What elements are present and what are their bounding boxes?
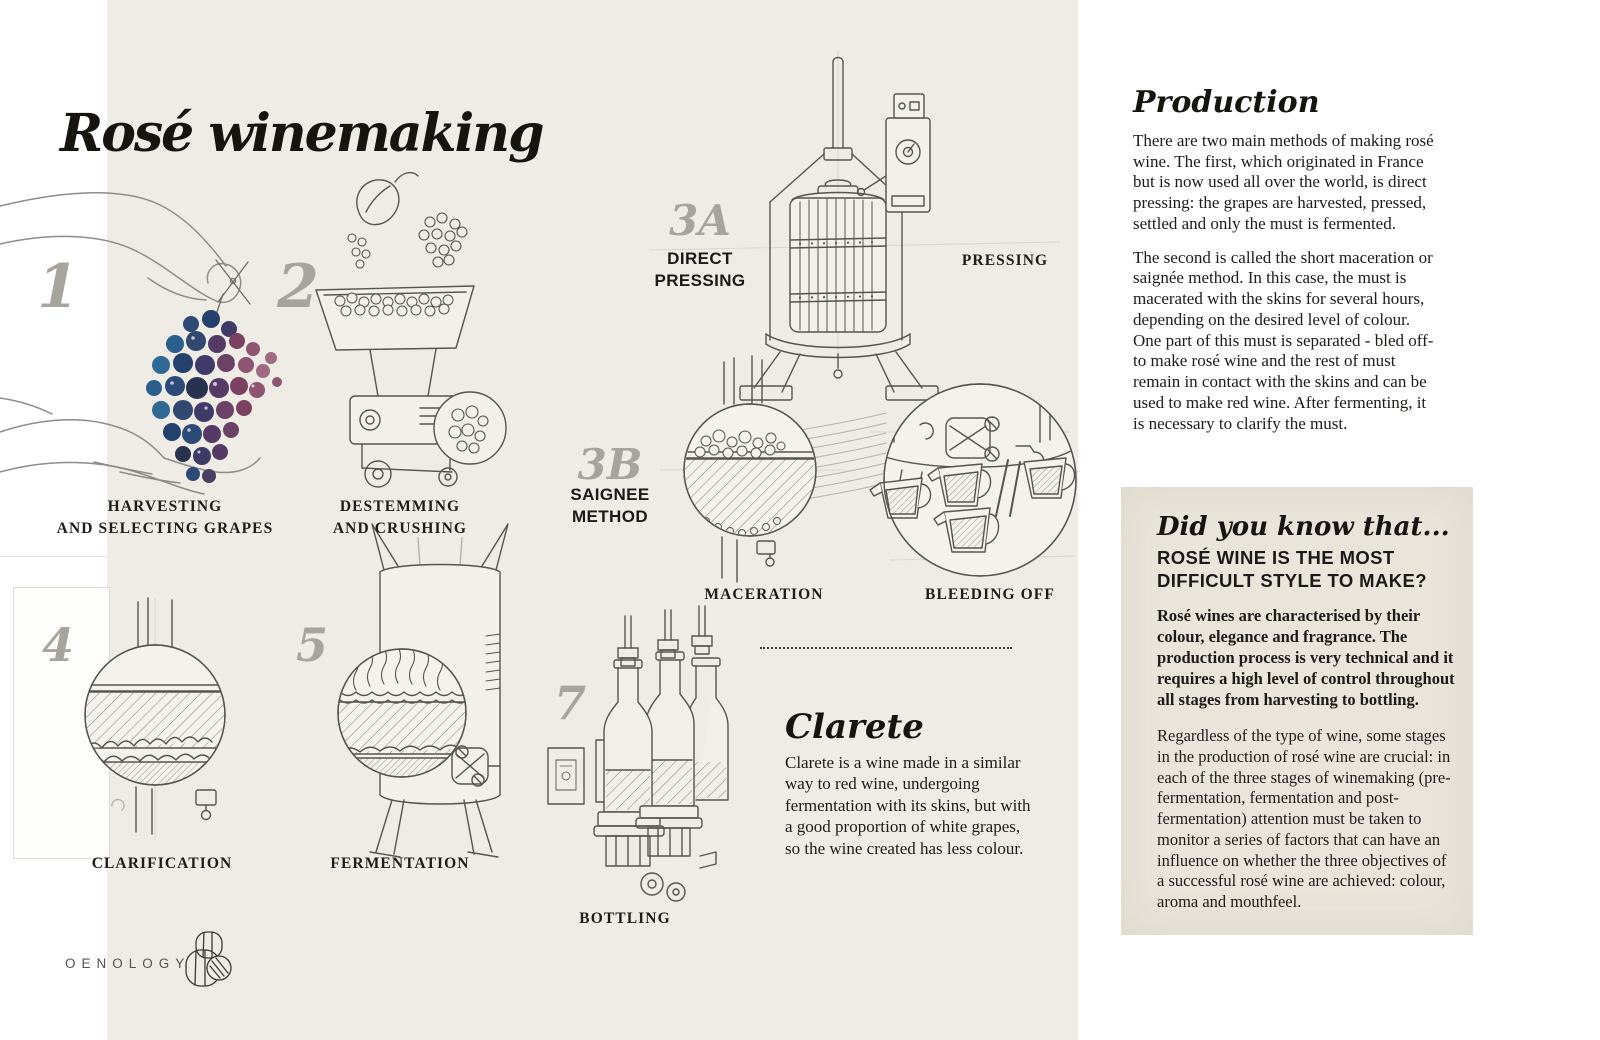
bleeding-off-illustration [869, 383, 1077, 577]
clarete-body: Clarete is a wine made in a similar way … [785, 753, 1031, 858]
production-paragraph-1: There are two main methods of making ros… [1133, 131, 1434, 233]
grape-cluster [146, 310, 282, 483]
step-number-3b: 3B [577, 440, 643, 489]
step-label-destemming: DESTEMMING AND CRUSHING [332, 498, 468, 538]
destemmer-illustration [315, 171, 507, 488]
barrel-icon [185, 931, 232, 987]
step-number-2: 2 [277, 252, 319, 322]
step-label-pressing: PRESSING [961, 252, 1049, 269]
did-you-know-lead: Rosé wines are characterised by their co… [1157, 606, 1455, 709]
production-paragraph-2: The second is called the short maceratio… [1133, 247, 1434, 433]
clarete-heading: Clarete [785, 707, 924, 747]
production-heading: Production [1133, 85, 1320, 120]
fermentation-illustration [337, 523, 509, 858]
step-number-3a: 3A [669, 196, 731, 245]
did-you-know-box [1121, 487, 1473, 935]
step-number-5: 5 [295, 618, 328, 672]
did-you-know-body: Regardless of the type of wine, some sta… [1157, 726, 1451, 912]
did-you-know-subheading: ROSÉ WINE IS THE MOST DIFFICULT STYLE TO… [1157, 547, 1427, 592]
hands-grapes-illustration [0, 192, 261, 495]
step-label-harvesting: HARVESTING AND SELECTING GRAPES [56, 498, 274, 538]
did-you-know-heading: Did you know that... [1157, 512, 1450, 542]
maceration-illustration [683, 355, 887, 583]
bottling-illustration [547, 605, 729, 902]
step-label-direct-pressing: DIRECT PRESSING [654, 249, 746, 291]
wine-press-illustration [739, 56, 939, 401]
step-number-1: 1 [37, 252, 79, 322]
step-label-fermentation: FERMENTATION [330, 855, 470, 872]
production-body: There are two main methods of making ros… [1133, 131, 1441, 447]
dotted-separator [760, 647, 1012, 649]
step-number-4: 4 [41, 618, 74, 672]
step-label-bleeding-off: BLEEDING OFF [925, 586, 1055, 603]
step-label-bottling: BOTTLING [579, 910, 671, 927]
main-title: Rosé winemaking [60, 103, 544, 164]
step-label-saignee-method: SAIGNEE METHOD [570, 485, 650, 527]
step-label-clarification: CLARIFICATION [91, 855, 233, 872]
brand-label: OENOLOGY [65, 956, 191, 971]
guide-line [0, 556, 107, 557]
step-number-7: 7 [553, 676, 586, 730]
step-label-maceration: MACERATION [704, 586, 824, 603]
